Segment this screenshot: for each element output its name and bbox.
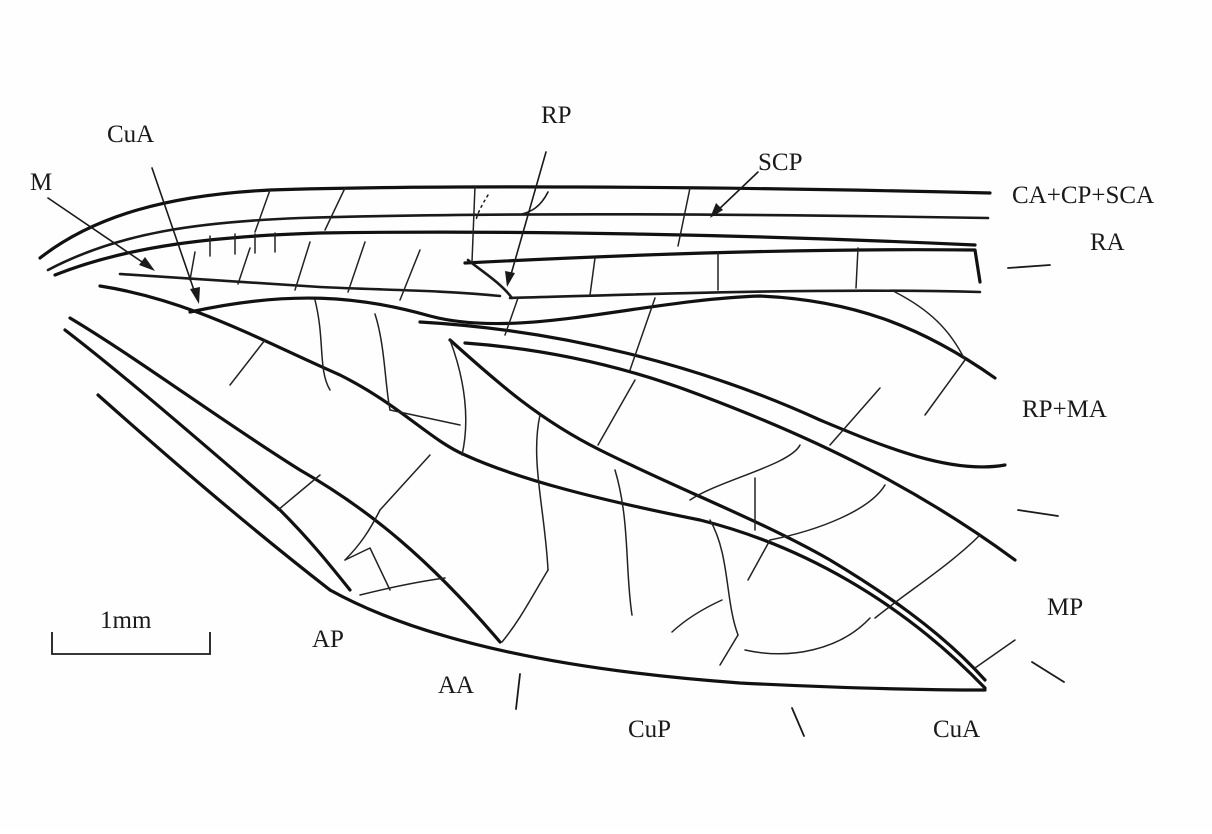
- dotted-vein-1: [476, 195, 488, 220]
- crossvein: [502, 570, 548, 642]
- crossvein: [856, 248, 858, 288]
- label-aa: AA: [438, 672, 474, 699]
- crossvein: [450, 340, 466, 455]
- label-scp: SCP: [758, 149, 802, 176]
- crossvein: [278, 475, 320, 510]
- label-rp-ma: RP+MA: [1022, 396, 1107, 423]
- vein-cup: [70, 318, 500, 642]
- crossvein: [325, 188, 345, 230]
- crossvein: [690, 445, 800, 500]
- label-cua-bottom: CuA: [933, 716, 980, 743]
- crossvein: [875, 535, 980, 618]
- crossvein: [400, 250, 420, 300]
- pointer-scp: [716, 172, 758, 212]
- crossvein: [360, 578, 445, 595]
- crossvein: [925, 360, 965, 415]
- pointer-m: [48, 198, 148, 266]
- scale-bar: 1mm: [52, 607, 210, 654]
- crossvein: [720, 635, 738, 665]
- vein-ra: [55, 232, 975, 275]
- label-rp-top: RP: [541, 102, 572, 129]
- label-ap: AP: [312, 626, 344, 653]
- crossvein: [472, 186, 475, 262]
- crossvein: [830, 388, 880, 445]
- crossvein: [590, 258, 595, 295]
- tick-aa: [516, 674, 520, 709]
- label-ca-cp-sca: CA+CP+SCA: [1012, 182, 1154, 209]
- crossvein: [598, 380, 635, 445]
- tick-cup: [792, 708, 804, 736]
- crossvein: [380, 455, 430, 510]
- tick-ra: [1008, 265, 1050, 268]
- crossvein: [678, 188, 690, 246]
- crossvein: [345, 510, 380, 560]
- crossvein: [348, 242, 365, 292]
- crossvein: [615, 470, 632, 615]
- crossvein: [748, 540, 770, 580]
- crossveins: [190, 186, 1015, 668]
- crossvein: [745, 618, 870, 654]
- tick-rp-ma: [1018, 510, 1058, 516]
- crossvein: [255, 190, 270, 232]
- tick-mp: [1032, 662, 1064, 682]
- vein-ra-lower: [465, 250, 980, 282]
- crossvein: [390, 410, 460, 425]
- crossvein: [190, 252, 195, 280]
- crossvein: [295, 242, 310, 290]
- margin-ticks: [516, 265, 1064, 736]
- vein-cua: [100, 286, 985, 688]
- vein-ap: [98, 395, 330, 590]
- vein-m-stem: [120, 274, 500, 296]
- vein-mp: [450, 340, 985, 680]
- vein-rp-ma-branch-2: [465, 343, 1015, 560]
- label-mp: MP: [1047, 594, 1083, 621]
- arrowhead-rp: [505, 271, 515, 287]
- crossvein: [710, 520, 738, 635]
- label-ra: RA: [1090, 229, 1125, 256]
- crossvein: [238, 248, 250, 284]
- arrowhead-m: [139, 257, 155, 271]
- crossvein: [770, 485, 885, 540]
- label-m: M: [30, 169, 52, 196]
- vein-rp-ma: [190, 296, 995, 378]
- label-cup: CuP: [628, 716, 671, 743]
- crossvein: [315, 300, 330, 390]
- scale-bar-label: 1mm: [100, 607, 152, 634]
- crossvein: [672, 600, 722, 632]
- vein-rp-stem: [468, 260, 512, 298]
- vein-aa: [65, 330, 350, 590]
- label-cua-top: CuA: [107, 121, 154, 148]
- crossvein: [345, 548, 390, 590]
- scale-bar-line: [52, 632, 210, 654]
- arrowhead-cua-top: [190, 287, 200, 304]
- partial-vein-curve: [522, 192, 548, 214]
- vein-rp-ma-branch-1: [420, 322, 1005, 467]
- crossvein: [537, 415, 548, 570]
- label-pointers: [48, 152, 758, 304]
- vein-ca-cp-sca: [40, 187, 990, 258]
- longitudinal-veins: [40, 187, 1015, 690]
- crossvein: [230, 340, 265, 385]
- crossvein: [975, 640, 1015, 668]
